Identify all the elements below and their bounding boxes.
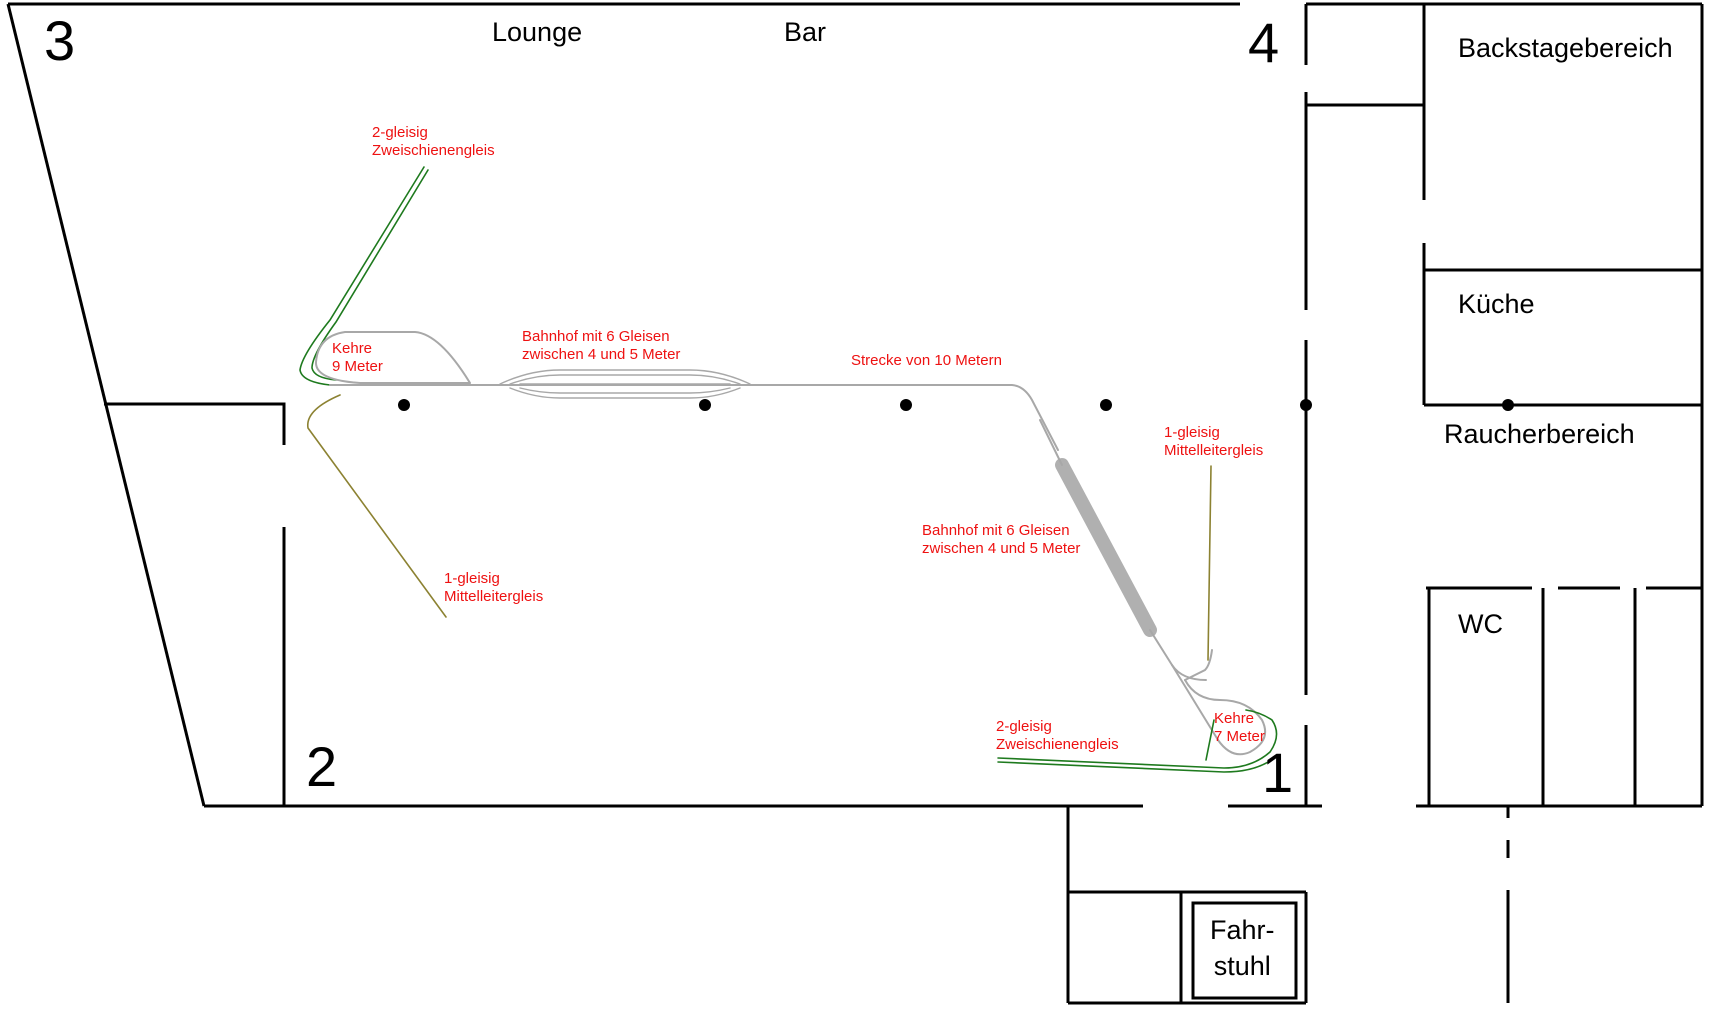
station-diagonal bbox=[1055, 458, 1157, 637]
track-gray-main bbox=[329, 384, 1059, 451]
station-diagonal-lead bbox=[1039, 419, 1173, 666]
room-label-wc: WC bbox=[1458, 609, 1503, 639]
corner-number-3: 3 bbox=[44, 9, 76, 72]
track-olive-right bbox=[1207, 465, 1212, 661]
label-one-track-left: 1-gleisig Mittelleitergleis bbox=[444, 570, 543, 606]
column bbox=[900, 399, 912, 411]
corner-number-1: 1 bbox=[1262, 741, 1294, 804]
label-line: Bahnhof mit 6 Gleisen bbox=[522, 328, 670, 345]
label-line: 7 Meter bbox=[1214, 728, 1265, 745]
track-green-lower-b bbox=[997, 757, 1275, 773]
label-line: 9 Meter bbox=[332, 358, 383, 375]
track-green-upper-b bbox=[311, 169, 429, 381]
inner-wall-left-horizontal bbox=[104, 402, 286, 445]
fahrstuhl-line-2: stuhl bbox=[1213, 951, 1271, 982]
label-line: Bahnhof mit 6 Gleisen bbox=[922, 522, 1070, 539]
track-green-upper bbox=[299, 166, 471, 386]
station-top bbox=[499, 369, 751, 399]
room-label-raucher: Raucherbereich bbox=[1444, 419, 1635, 449]
corner-number-4: 4 bbox=[1248, 11, 1280, 74]
track-green-lower-c bbox=[1205, 719, 1215, 761]
label-line: 1-gleisig bbox=[1164, 424, 1220, 441]
track-layout bbox=[299, 166, 1278, 773]
label-line: Strecke von 10 Metern bbox=[851, 352, 1002, 369]
label-line: Kehre bbox=[1214, 710, 1255, 727]
label-line: 2-gleisig bbox=[372, 124, 428, 141]
label-line: Zweischienengleis bbox=[996, 736, 1119, 753]
label-kehre-7: Kehre 7 Meter bbox=[1214, 710, 1265, 746]
room-label-kueche: Küche bbox=[1458, 289, 1535, 319]
label-line: Kehre bbox=[332, 340, 373, 357]
track-gray-kehre7-b bbox=[1171, 649, 1213, 681]
track-green-lower bbox=[997, 709, 1278, 769]
column bbox=[1502, 399, 1514, 411]
label-line: zwischen 4 und 5 Meter bbox=[522, 346, 681, 363]
columns bbox=[398, 399, 1514, 411]
station-top-track bbox=[499, 369, 751, 385]
column bbox=[1100, 399, 1112, 411]
label-one-track-right: 1-gleisig Mittelleitergleis bbox=[1164, 424, 1263, 460]
fahrstuhl-line-1: Fahr- bbox=[1210, 915, 1275, 945]
walls bbox=[6, 2, 1704, 1005]
column bbox=[699, 399, 711, 411]
label-line: Mittelleitergleis bbox=[444, 588, 544, 605]
label-line: Zweischienengleis bbox=[372, 142, 495, 159]
track-olive-left bbox=[307, 394, 447, 618]
room-label-fahrstuhl: Fahr- stuhl bbox=[1210, 912, 1275, 985]
label-station-diagonal: Bahnhof mit 6 Gleisen zwischen 4 und 5 M… bbox=[922, 522, 1080, 558]
label-two-track-top: 2-gleisig Zweischienengleis bbox=[372, 124, 495, 160]
column bbox=[1300, 399, 1312, 411]
label-two-track-bottom: 2-gleisig Zweischienengleis bbox=[996, 718, 1119, 754]
station-top-track bbox=[509, 387, 741, 399]
track-gray-kehre7 bbox=[1171, 664, 1266, 756]
station-top-track bbox=[519, 387, 731, 394]
label-kehre-9: Kehre 9 Meter bbox=[332, 340, 383, 376]
label-line: 2-gleisig bbox=[996, 718, 1052, 735]
label-line: Mittelleitergleis bbox=[1164, 442, 1264, 459]
label-station-top: Bahnhof mit 6 Gleisen zwischen 4 und 5 M… bbox=[522, 328, 680, 364]
column bbox=[398, 399, 410, 411]
station-top-track bbox=[509, 374, 741, 385]
corner-number-2: 2 bbox=[306, 735, 338, 798]
label-strecke: Strecke von 10 Metern bbox=[851, 352, 1002, 370]
room-label-lounge: Lounge bbox=[492, 17, 583, 47]
label-line: zwischen 4 und 5 Meter bbox=[922, 540, 1081, 557]
label-line: 1-gleisig bbox=[444, 570, 500, 587]
room-label-backstage: Backstagebereich bbox=[1458, 33, 1673, 63]
room-label-bar: Bar bbox=[784, 17, 827, 47]
track-gray-kehre9 bbox=[314, 331, 471, 384]
elevator-box bbox=[1191, 901, 1298, 1000]
